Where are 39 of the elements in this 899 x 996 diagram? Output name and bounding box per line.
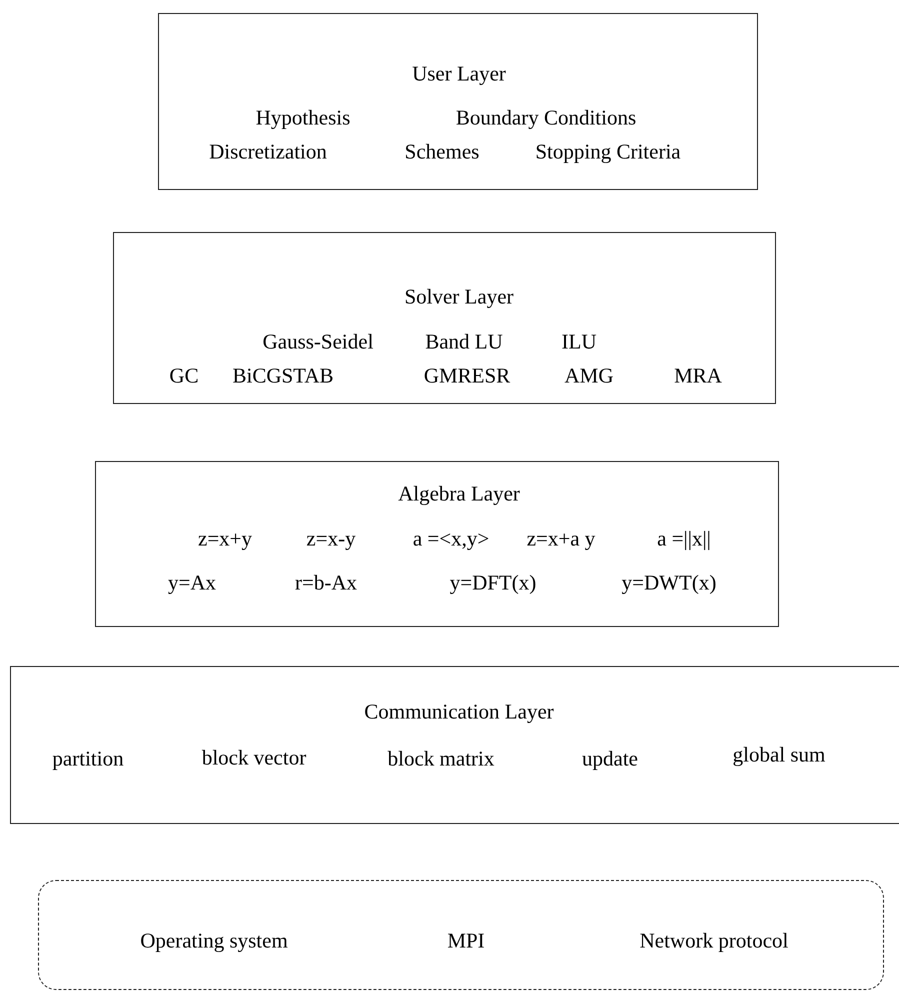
- layer-title: Communication Layer: [364, 702, 554, 722]
- layer-item: y=Ax: [168, 572, 216, 594]
- layer-item: Stopping Criteria: [535, 142, 681, 162]
- layer-item: AMG: [564, 366, 614, 386]
- layer-item: block vector: [202, 748, 306, 768]
- layer-item: partition: [52, 748, 124, 770]
- layer-item: MPI: [447, 930, 485, 952]
- layer-box: [158, 13, 758, 190]
- layer-item: a =<x,y>: [412, 528, 490, 550]
- layer-item: z=x+y: [198, 528, 252, 550]
- layer-item: Boundary Conditions: [456, 108, 636, 128]
- layer-item: update: [582, 748, 638, 770]
- layer-title: Solver Layer: [404, 286, 514, 308]
- layer-item: z=x-y: [306, 528, 356, 550]
- layer-item: global sum: [732, 744, 826, 766]
- layer-item: r=b-Ax: [295, 572, 357, 594]
- layer-item: Network protocol: [640, 930, 788, 952]
- layer-box: [95, 461, 779, 627]
- layer-item: ILU: [562, 332, 596, 352]
- layer-item: Band LU: [425, 332, 503, 352]
- layer-box: [10, 666, 899, 824]
- layer-box: [38, 880, 884, 990]
- layer-item: y=DFT(x): [450, 572, 536, 594]
- layer-item: BiCGSTAB: [232, 366, 334, 386]
- layer-item: z=x+a y: [526, 528, 596, 550]
- layer-item: y=DWT(x): [622, 572, 716, 594]
- layer-item: GC: [169, 366, 199, 386]
- layer-item: block matrix: [388, 748, 494, 770]
- layer-item: Schemes: [404, 142, 480, 162]
- layer-title: User Layer: [412, 64, 506, 84]
- layer-item: MRA: [674, 366, 722, 386]
- layer-item: GMRESR: [424, 366, 510, 386]
- layer-item: Hypothesis: [256, 108, 350, 128]
- layer-item: Discretization: [209, 142, 327, 162]
- layer-item: Gauss-Seidel: [262, 332, 374, 352]
- layer-item: a =||x||: [657, 528, 711, 550]
- layer-title: Algebra Layer: [398, 484, 520, 504]
- layer-item: Operating system: [140, 930, 288, 952]
- layer-box: [113, 232, 776, 404]
